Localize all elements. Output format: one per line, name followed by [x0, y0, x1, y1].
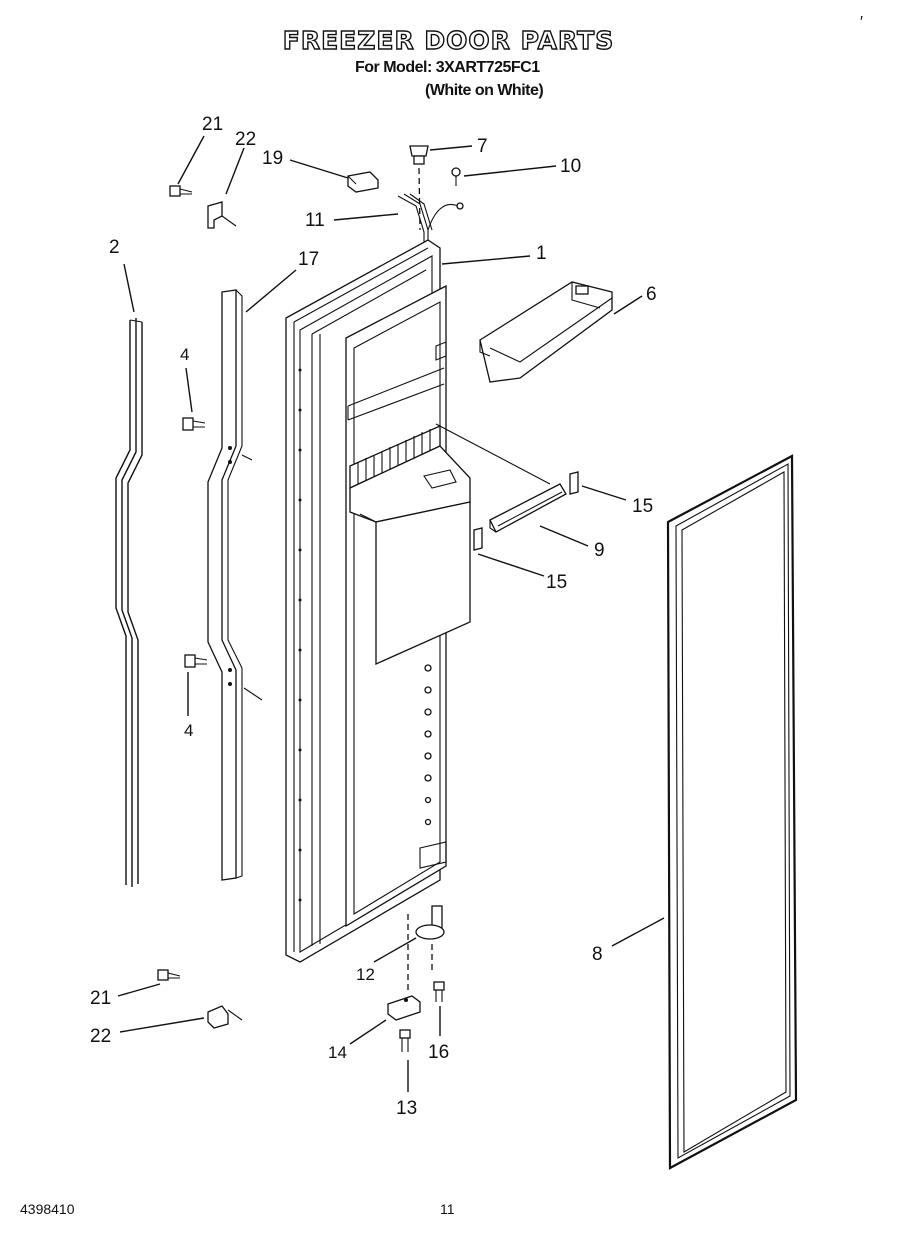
part-15-clip-upper: [569, 471, 579, 495]
part-13-screw: [399, 1029, 411, 1052]
part-4-screw-upper: [182, 417, 206, 431]
part-9-channel: [489, 483, 567, 533]
callout-4-lower: 4: [184, 721, 193, 740]
part-6-door-bin: [479, 281, 613, 383]
callout-13: 13: [396, 1098, 417, 1119]
callout-16: 16: [428, 1042, 449, 1063]
assembly-line-7: [418, 167, 421, 231]
color-line: (White on White): [425, 82, 544, 99]
callout-numbers: 21 22 19 7 10 11 1 2 17 6 4 4 15 9 15 8 …: [90, 114, 657, 1119]
part-17-trim-strip: [207, 289, 263, 881]
corner-mark: ′: [860, 14, 863, 31]
part-2-gasket-strip: [115, 318, 143, 887]
callout-11: 11: [305, 210, 325, 231]
callout-12: 12: [356, 965, 375, 984]
page-title: FREEZER DOOR PARTS: [282, 25, 615, 55]
part-4-screw-lower: [184, 654, 208, 668]
part-8-gasket-frame: [666, 454, 798, 1170]
part-21-screw-lower: [157, 969, 181, 981]
callout-8: 8: [592, 944, 603, 965]
part-21-screw-upper: [169, 185, 193, 197]
part-15-clip-lower: [473, 527, 483, 551]
callout-4-upper: 4: [180, 345, 189, 364]
callout-1: 1: [536, 243, 547, 264]
callout-17: 17: [298, 249, 319, 270]
callout-21-bottom: 21: [90, 988, 111, 1009]
callout-6: 6: [646, 284, 657, 305]
part-11-wire-harness: [397, 193, 464, 242]
part-22-hinge-lower: [207, 1005, 243, 1029]
callout-19: 19: [262, 148, 283, 169]
leader-lines: [117, 135, 665, 1092]
assembly-line-9: [435, 423, 551, 485]
part-code: 4398410: [20, 1201, 75, 1217]
part-12-hinge-pin: [415, 905, 445, 970]
callout-15-upper: 15: [632, 496, 653, 517]
part-10-sensor: [451, 167, 461, 186]
callout-22-top: 22: [235, 129, 256, 150]
callout-15-lower: 15: [546, 572, 567, 593]
part-22-hinge-upper: [207, 201, 237, 229]
part-7-cap: [409, 145, 429, 165]
callout-21-top: 21: [202, 114, 223, 135]
callout-7: 7: [477, 136, 488, 157]
part-1-door-body: [285, 239, 471, 963]
callout-14: 14: [328, 1043, 347, 1062]
page-number: 11: [440, 1201, 455, 1217]
part-16-screw: [433, 981, 445, 1002]
part-19-connector: [347, 171, 379, 193]
part-14-hinge-block: [387, 995, 421, 1021]
callout-9: 9: [594, 540, 605, 561]
callout-10: 10: [560, 156, 581, 177]
callout-22-bottom: 22: [90, 1026, 111, 1047]
callout-2: 2: [109, 237, 120, 258]
model-line: For Model: 3XART725FC1: [355, 59, 540, 76]
